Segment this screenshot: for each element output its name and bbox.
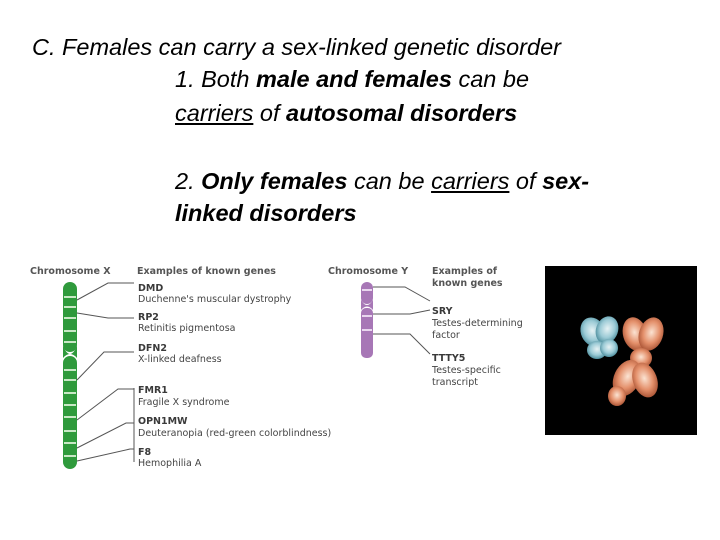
- xy-chromosome-photo-image: [580, 316, 664, 406]
- gene-symbol-dmd: DMD: [138, 283, 164, 294]
- point-1-line-2: carriers of autosomal disorders: [175, 97, 517, 129]
- point-2-emphasis-females: Only females: [201, 168, 348, 194]
- point-2-emphasis-linked: linked disorders: [175, 200, 357, 226]
- chromosome-x-title: Chromosome X: [30, 266, 111, 277]
- gene-description-dfn2: X-linked deafness: [138, 354, 222, 365]
- point-2-line-2: linked disorders: [175, 197, 357, 229]
- gene-description-f8: Hemophilia A: [138, 458, 202, 469]
- gene-description-fmr1: Fragile X syndrome: [138, 397, 230, 408]
- y-chromosome-photo: [580, 316, 619, 359]
- chromosome-x-body: [63, 282, 77, 469]
- point-2-carriers: carriers: [431, 168, 510, 194]
- chromosome-x-genes-header: Examples of known genes: [137, 266, 276, 277]
- point-2-text: 2.: [175, 168, 202, 194]
- gene-symbol-fmr1: FMR1: [138, 385, 168, 396]
- point-1-text: of: [253, 100, 287, 126]
- point-2-text: can be: [347, 168, 432, 194]
- gene-description-rp2: Retinitis pigmentosa: [138, 323, 236, 334]
- gene-symbol-rp2: RP2: [138, 312, 159, 323]
- point-2-emphasis-sex: sex-: [542, 168, 590, 194]
- gene-symbol-opn1mw: OPN1MW: [138, 416, 188, 427]
- x-chromosome-photo: [608, 317, 664, 406]
- point-1-line-1: 1. Both male and females can be: [175, 63, 529, 95]
- point-1-emphasis-autosomal: autosomal disorders: [286, 100, 518, 126]
- gene-symbol-dfn2: DFN2: [138, 343, 167, 354]
- point-1-text: can be: [451, 66, 530, 92]
- point-1-carriers: carriers: [175, 100, 254, 126]
- gene-symbol-f8: F8: [138, 447, 152, 458]
- point-1-text: 1. Both: [175, 66, 256, 92]
- gene-description-dmd: Duchenne's muscular dystrophy: [138, 294, 292, 305]
- slide-heading: C. Females can carry a sex-linked geneti…: [32, 34, 561, 60]
- chromosome-micrograph: [545, 266, 697, 435]
- chromosome-x-connectors: [76, 282, 135, 462]
- point-2-line-1: 2. Only females can be carriers of sex-: [175, 165, 589, 197]
- gene-description-opn1mw: Deuteranopia (red-green colorblindness): [138, 428, 332, 439]
- point-1-emphasis-sexes: male and females: [256, 66, 452, 92]
- point-2-text: of: [509, 168, 543, 194]
